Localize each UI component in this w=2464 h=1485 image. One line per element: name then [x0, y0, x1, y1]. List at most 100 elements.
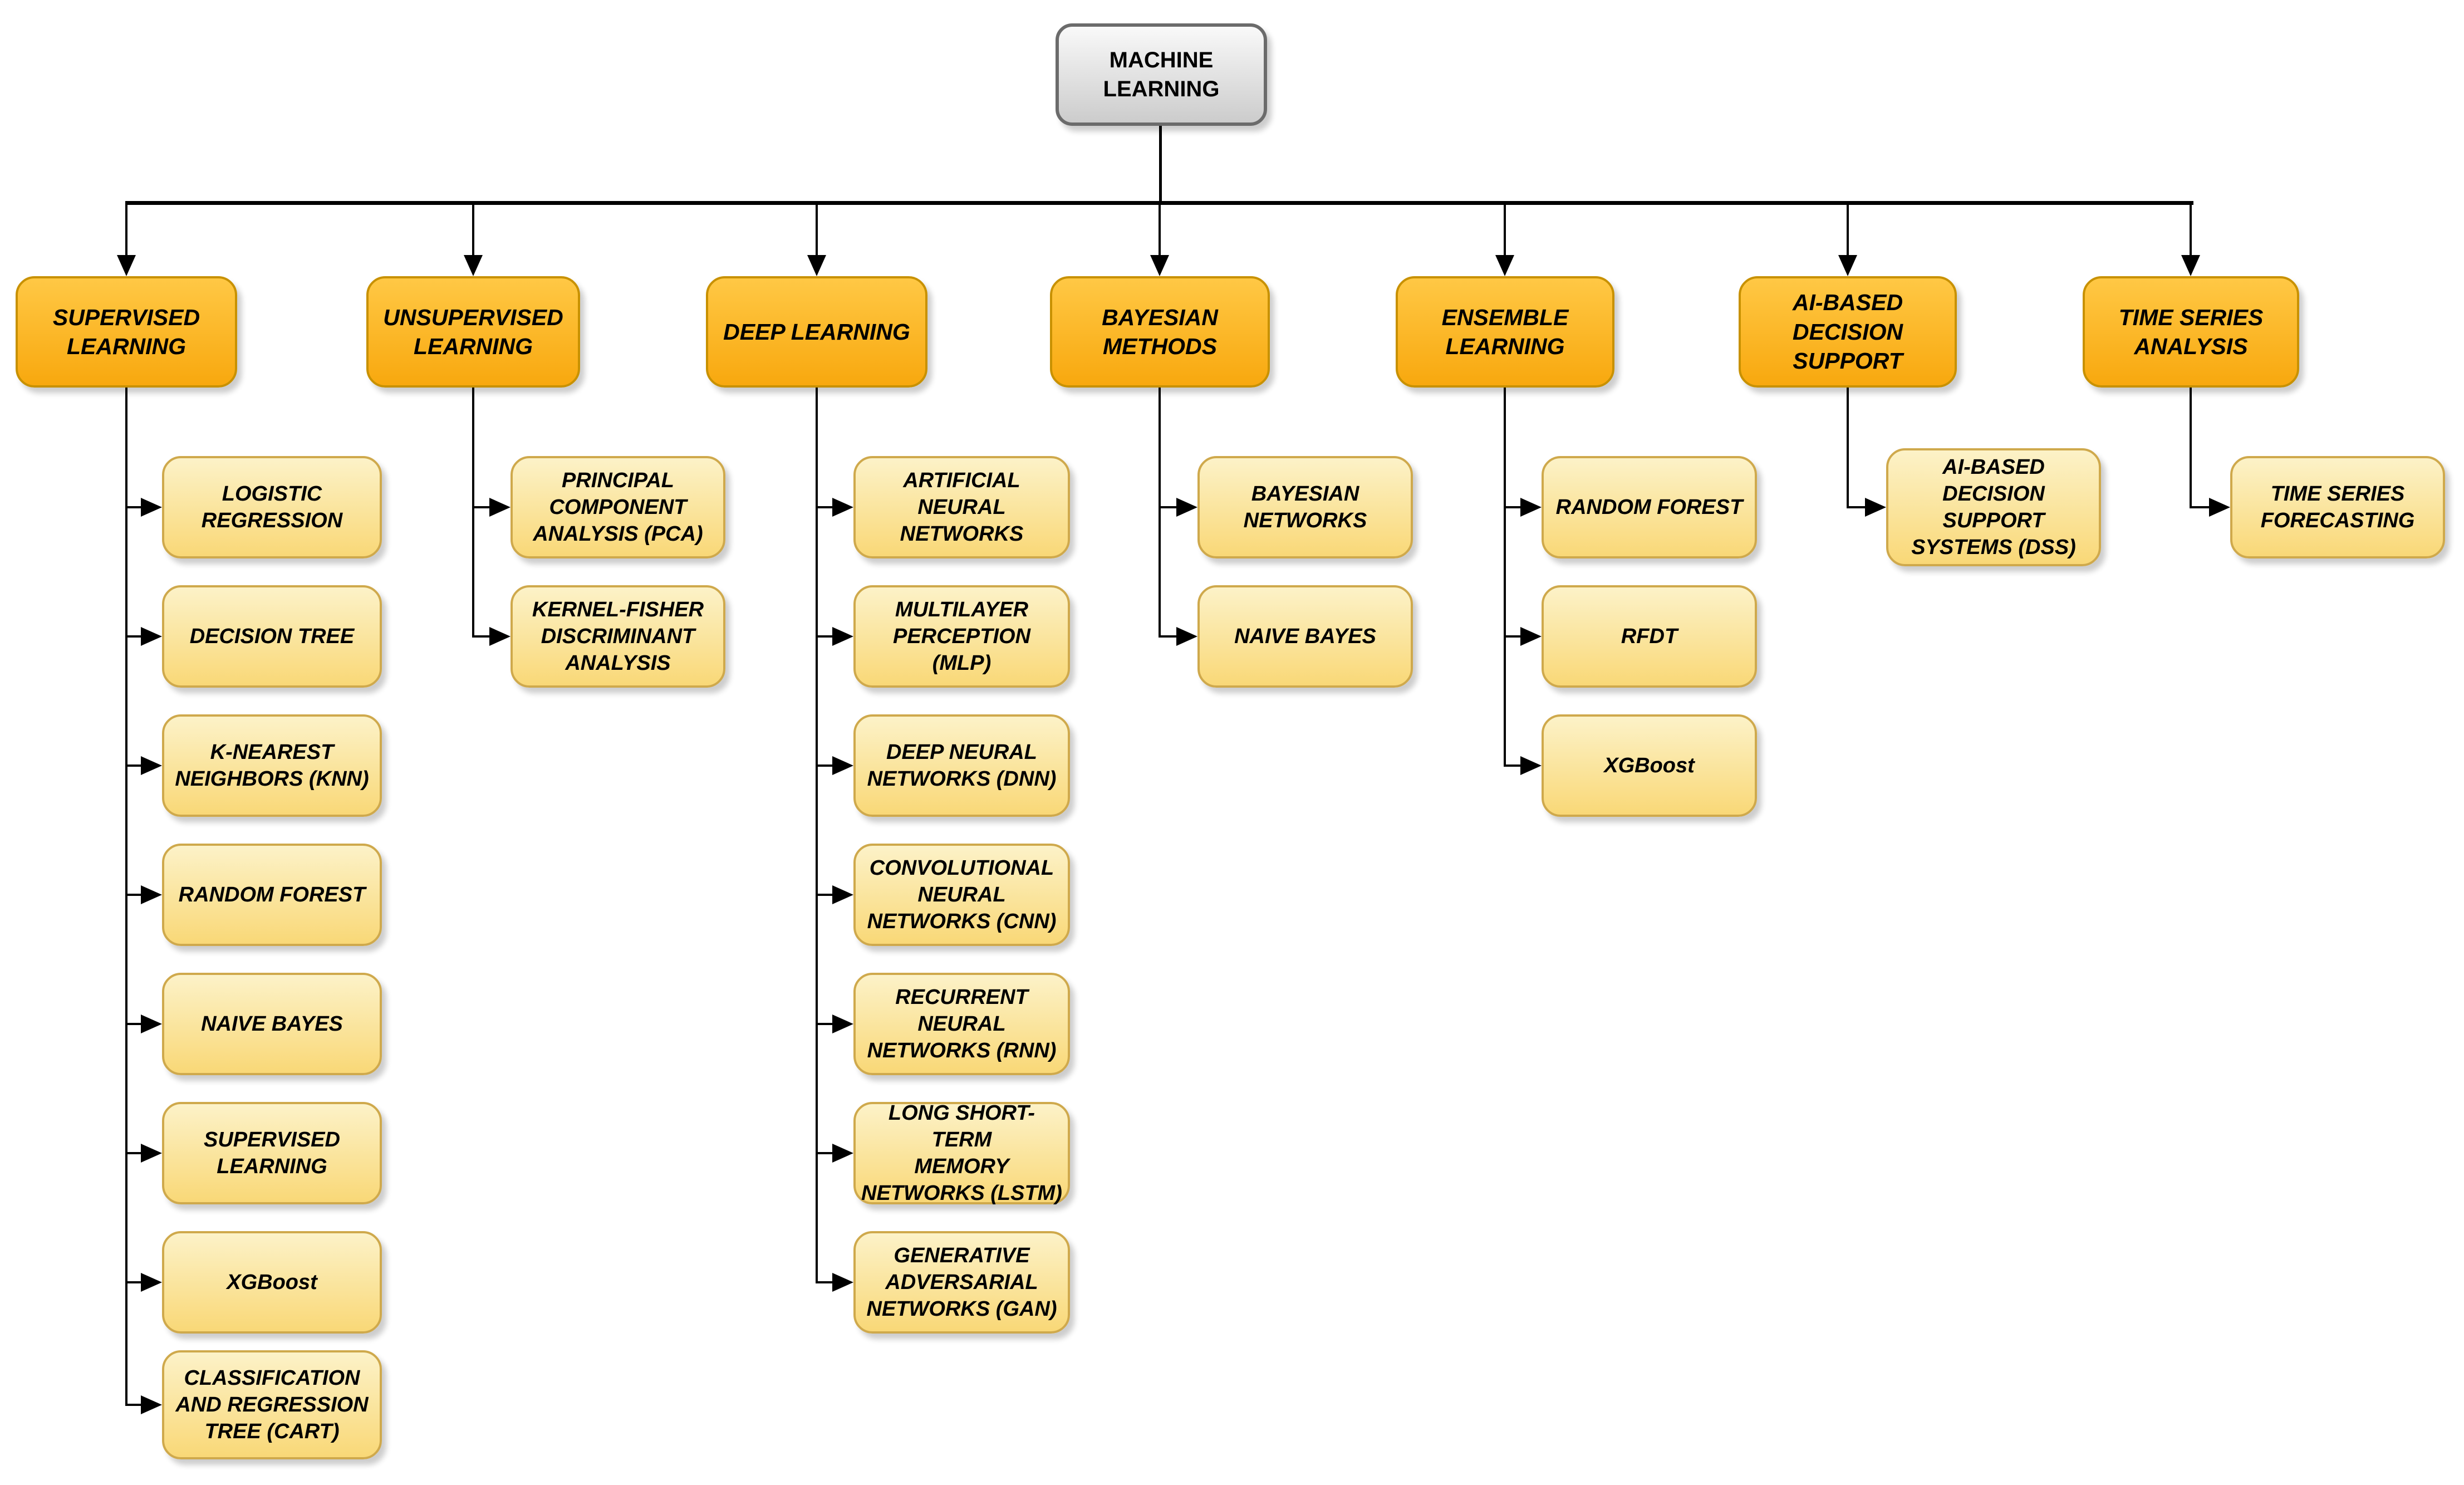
node-label: CONVOLUTIONAL NEURAL NETWORKS (CNN) [867, 856, 1057, 934]
node-label: DEEP NEURAL NETWORKS (DNN) [867, 740, 1057, 791]
node-generative-adversarial-networks-gan: GENERATIVE ADVERSARIAL NETWORKS (GAN) [853, 1231, 1070, 1334]
connector-line [126, 506, 142, 508]
node-label: ARTIFICIAL NEURAL NETWORKS [900, 468, 1024, 546]
category-bayesian-methods: BAYESIAN METHODS [1050, 276, 1270, 388]
arrowhead-right-icon [1520, 627, 1542, 646]
connector-line [1504, 205, 1506, 256]
node-label: DECISION TREE [189, 624, 355, 648]
category-unsupervised-learning: UNSUPERVISED LEARNING [366, 276, 580, 388]
arrowhead-down-icon [2181, 255, 2200, 276]
node-label: SUPERVISED LEARNING [204, 1128, 340, 1178]
connector-line [1159, 205, 1161, 256]
connector-line [2190, 388, 2192, 508]
connector-line [816, 388, 818, 1283]
node-xgboost: XGBoost [162, 1231, 382, 1334]
arrowhead-right-icon [1176, 627, 1197, 646]
node-label: LOGISTIC REGRESSION [201, 482, 343, 532]
connector-line [1505, 764, 1521, 767]
arrowhead-right-icon [832, 1144, 853, 1163]
connector-line [1504, 388, 1506, 767]
node-label: AI-BASED DECISION SUPPORT [1792, 290, 1903, 374]
arrowhead-right-icon [141, 756, 162, 775]
connector-line [126, 1281, 142, 1283]
node-supervised-learning-method: SUPERVISED LEARNING [162, 1102, 382, 1204]
node-label: MACHINE LEARNING [1103, 48, 1220, 101]
node-label: TIME SERIES FORECASTING [2260, 482, 2415, 532]
node-label: BAYESIAN NETWORKS [1243, 482, 1367, 532]
node-principal-component-analysis-pca: PRINCIPAL COMPONENT ANALYSIS (PCA) [511, 456, 725, 558]
connector-line [1848, 506, 1866, 508]
connector-line [472, 388, 474, 638]
node-label: KERNEL-FISHER DISCRIMINANT ANALYSIS [532, 597, 704, 675]
category-deep-learning: DEEP LEARNING [706, 276, 927, 388]
arrowhead-right-icon [832, 885, 853, 904]
arrowhead-right-icon [141, 1144, 162, 1163]
category-ai-based-decision-support: AI-BASED DECISION SUPPORT [1739, 276, 1957, 388]
node-label: XGBoost [1604, 753, 1695, 777]
connector-line [126, 1152, 142, 1154]
connector-line [1160, 635, 1177, 638]
arrowhead-right-icon [141, 498, 162, 517]
node-label: GENERATIVE ADVERSARIAL NETWORKS (GAN) [866, 1243, 1057, 1321]
connector-line [126, 1023, 142, 1025]
arrowhead-right-icon [832, 498, 853, 517]
category-supervised-learning: SUPERVISED LEARNING [16, 276, 237, 388]
node-artificial-neural-networks: ARTIFICIAL NEURAL NETWORKS [853, 456, 1070, 558]
connector-line [1159, 388, 1161, 638]
node-deep-neural-networks-dnn: DEEP NEURAL NETWORKS (DNN) [853, 714, 1070, 817]
node-k-nearest-neighbors-knn: K-NEAREST NEIGHBORS (KNN) [162, 714, 382, 817]
arrowhead-right-icon [2209, 498, 2230, 517]
arrowhead-down-icon [1150, 255, 1169, 276]
arrowhead-right-icon [832, 627, 853, 646]
node-ai-based-decision-support-systems-dss: AI-BASED DECISION SUPPORT SYSTEMS (DSS) [1886, 448, 2101, 566]
connector-line [817, 1281, 833, 1283]
node-logistic-regression: LOGISTIC REGRESSION [162, 456, 382, 558]
node-label: NAIVE BAYES [201, 1012, 343, 1036]
node-recurrent-neural-networks-rnn: RECURRENT NEURAL NETWORKS (RNN) [853, 973, 1070, 1075]
arrowhead-down-icon [464, 255, 483, 276]
connector-line [126, 764, 142, 767]
connector-line [817, 635, 833, 638]
connector-line [1847, 205, 1849, 256]
connector-line [2191, 506, 2210, 508]
node-label: RFDT [1621, 624, 1678, 648]
node-label: RECURRENT NEURAL NETWORKS (RNN) [867, 985, 1057, 1063]
connector-line [1505, 635, 1521, 638]
node-bayesian-networks: BAYESIAN NETWORKS [1197, 456, 1413, 558]
node-label: NAIVE BAYES [1234, 624, 1376, 648]
arrowhead-right-icon [141, 1014, 162, 1033]
node-label: AI-BASED DECISION SUPPORT SYSTEMS (DSS) [1911, 455, 2076, 560]
node-label: MULTILAYER PERCEPTION (MLP) [892, 597, 1031, 675]
connector-line [1160, 506, 1177, 508]
node-multilayer-perception-mlp: MULTILAYER PERCEPTION (MLP) [853, 585, 1070, 688]
node-decision-tree: DECISION TREE [162, 585, 382, 688]
arrowhead-right-icon [489, 627, 511, 646]
arrowhead-right-icon [489, 498, 511, 517]
arrowhead-down-icon [117, 255, 136, 276]
connector-line [125, 201, 2193, 205]
arrowhead-down-icon [1495, 255, 1514, 276]
node-label: RANDOM FOREST [1555, 495, 1743, 519]
connector-line [816, 205, 818, 256]
arrowhead-right-icon [1176, 498, 1197, 517]
connector-line [1847, 388, 1849, 508]
node-kernel-fisher-discriminant-analysis: KERNEL-FISHER DISCRIMINANT ANALYSIS [511, 585, 725, 688]
node-time-series-forecasting: TIME SERIES FORECASTING [2230, 456, 2445, 558]
category-time-series-analysis: TIME SERIES ANALYSIS [2083, 276, 2299, 388]
connector-line [817, 1023, 833, 1025]
arrowhead-right-icon [141, 885, 162, 904]
arrowhead-right-icon [1520, 756, 1542, 775]
arrowhead-right-icon [1865, 498, 1886, 517]
node-random-forest-2: RANDOM FOREST [1542, 456, 1757, 558]
node-naive-bayes-2: NAIVE BAYES [1197, 585, 1413, 688]
node-label: LONG SHORT-TERM MEMORY NETWORKS (LSTM) [861, 1101, 1062, 1205]
node-label: TIME SERIES ANALYSIS [2118, 304, 2264, 359]
arrowhead-right-icon [141, 627, 162, 646]
node-xgboost-2: XGBoost [1542, 714, 1757, 817]
connector-line [1505, 506, 1521, 508]
category-ensemble-learning: ENSEMBLE LEARNING [1396, 276, 1614, 388]
arrowhead-down-icon [807, 255, 826, 276]
node-label: CLASSIFICATION AND REGRESSION TREE (CART… [175, 1366, 369, 1444]
